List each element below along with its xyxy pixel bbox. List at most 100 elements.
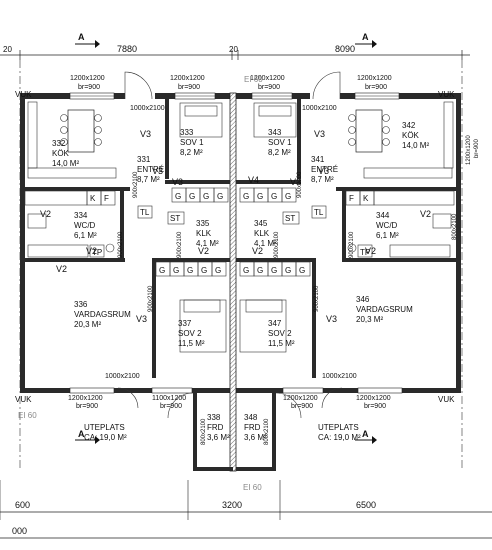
svg-text:CA: 19,0 M²: CA: 19,0 M² xyxy=(84,433,127,442)
window-label: 1200x1200 xyxy=(356,395,391,402)
window-label: br=900 xyxy=(474,138,480,158)
svg-text:4,1 M²: 4,1 M² xyxy=(196,239,219,248)
section-marker-top-right: A xyxy=(355,32,377,48)
svg-text:TP: TP xyxy=(360,248,370,257)
svg-text:EI 60: EI 60 xyxy=(244,75,263,84)
svg-text:ST: ST xyxy=(170,214,180,223)
dim-top-gap-mid: 20 xyxy=(229,45,238,54)
section-marker-top-left: A xyxy=(75,32,100,48)
svg-text:KÖK: KÖK xyxy=(402,131,420,140)
svg-text:G: G xyxy=(173,266,179,275)
svg-text:20,3 M²: 20,3 M² xyxy=(74,320,101,329)
vuk-labels: VUK VUK VUK VUK xyxy=(15,90,455,404)
svg-text:11,5 M²: 11,5 M² xyxy=(178,339,205,348)
svg-text:G: G xyxy=(257,266,263,275)
svg-text:G: G xyxy=(271,192,277,201)
room-335: 335 KLK 4,1 M² xyxy=(196,219,219,248)
svg-text:SOV 2: SOV 2 xyxy=(178,329,202,338)
svg-text:SOV 1: SOV 1 xyxy=(180,138,204,147)
room-348: 348 FRD 3,6 M² xyxy=(244,413,267,442)
svg-text:338: 338 xyxy=(207,413,221,422)
svg-text:CA: 19,0 M²: CA: 19,0 M² xyxy=(318,433,361,442)
svg-text:VUK: VUK xyxy=(438,90,455,99)
window-label: br=900 xyxy=(258,84,280,91)
section-marker-bottom-right: A xyxy=(355,429,377,444)
door-label: 900x2100 xyxy=(148,285,154,312)
door-label: 1000x2100 xyxy=(105,373,140,380)
svg-text:331: 331 xyxy=(137,155,151,164)
svg-text:K: K xyxy=(90,194,96,203)
svg-text:VUK: VUK xyxy=(15,90,32,99)
svg-text:3,6 M²: 3,6 M² xyxy=(244,433,267,442)
svg-text:A: A xyxy=(78,32,85,42)
window-label: 1200x1200 xyxy=(170,75,205,82)
svg-text:G: G xyxy=(257,192,263,201)
svg-text:G: G xyxy=(285,266,291,275)
svg-text:V3: V3 xyxy=(314,129,325,139)
door-label: 1000x2100 xyxy=(302,105,337,112)
svg-text:F: F xyxy=(104,194,109,203)
svg-text:8,2 M²: 8,2 M² xyxy=(180,148,203,157)
window-label: 1200x1200 xyxy=(68,395,103,402)
svg-text:348: 348 xyxy=(244,413,258,422)
svg-text:VARDAGSRUM: VARDAGSRUM xyxy=(356,305,413,314)
window-label: br=900 xyxy=(364,403,386,410)
window-label: 1200x1200 xyxy=(283,395,318,402)
door-label: 900x2100 xyxy=(314,285,320,312)
svg-text:FRD: FRD xyxy=(207,423,224,432)
svg-text:336: 336 xyxy=(74,300,88,309)
svg-text:V2: V2 xyxy=(198,246,209,256)
fire-labels: EI 60 EI 60 EI 60 xyxy=(18,75,263,492)
svg-text:8,7 M²: 8,7 M² xyxy=(137,175,160,184)
svg-text:8,2 M²: 8,2 M² xyxy=(268,148,291,157)
svg-text:V3: V3 xyxy=(318,166,329,176)
svg-text:G: G xyxy=(203,192,209,201)
svg-text:V2: V2 xyxy=(86,246,97,256)
svg-text:343: 343 xyxy=(268,128,282,137)
door-label: 900x2100 xyxy=(118,231,124,258)
terrace-right: UTEPLATS CA: 19,0 M² xyxy=(318,423,361,442)
window-label: br=900 xyxy=(178,84,200,91)
svg-text:11,5 M²: 11,5 M² xyxy=(268,339,295,348)
interior-walls-right xyxy=(236,99,456,471)
window-labels: 1200x1200 br=900 1200x1200 br=900 1200x1… xyxy=(68,75,480,445)
svg-text:V4: V4 xyxy=(248,175,259,185)
bottom-door-arcs xyxy=(117,387,343,419)
svg-text:G: G xyxy=(217,192,223,201)
svg-text:335: 335 xyxy=(196,219,210,228)
svg-text:ENTRÉ: ENTRÉ xyxy=(137,165,164,174)
door-label: 800x2100 xyxy=(264,418,270,445)
room-333: 333 SOV 1 8,2 M² xyxy=(180,128,204,157)
svg-text:G: G xyxy=(175,192,181,201)
door-label: 800x2100 xyxy=(201,418,207,445)
door-label: 900x2100 xyxy=(133,171,139,198)
window-label: br=900 xyxy=(78,84,100,91)
kitchen-furniture-left: K F xyxy=(24,101,117,206)
svg-text:UTEPLATS: UTEPLATS xyxy=(318,423,359,432)
bath-furniture-right: TP G G G G G xyxy=(239,213,452,353)
terrace-left: UTEPLATS CA: 19,0 M² xyxy=(84,423,127,442)
door-label: 900x2100 xyxy=(274,231,280,258)
svg-text:G: G xyxy=(243,192,249,201)
dim-top-right: 8090 xyxy=(335,44,355,54)
svg-text:337: 337 xyxy=(178,319,192,328)
svg-text:KÖK: KÖK xyxy=(52,149,70,158)
svg-text:14,0 M²: 14,0 M² xyxy=(52,159,79,168)
svg-text:345: 345 xyxy=(254,219,268,228)
room-345: 345 KLK 4,1 M² xyxy=(254,219,277,248)
window-label: br=900 xyxy=(365,84,387,91)
svg-text:8,7 M²: 8,7 M² xyxy=(311,175,334,184)
door-label: 1000x2100 xyxy=(130,105,165,112)
svg-text:3,6 M²: 3,6 M² xyxy=(207,433,230,442)
svg-text:6,1 M²: 6,1 M² xyxy=(74,231,97,240)
wall-type-labels: V3 V3 V3 V2 V2 V2 V2 V3 V4 V3 V3 V3 V2 V… xyxy=(40,129,431,324)
interior-walls-left xyxy=(25,99,233,471)
room-334: 334 WC/D 6,1 M² xyxy=(74,211,97,240)
bottom-dimension-line: 600 3200 6500 000 xyxy=(0,480,492,539)
svg-text:344: 344 xyxy=(376,211,390,220)
dim-bottom-right: 6500 xyxy=(356,500,376,510)
bedroom-furniture-right: G G G G ST TL xyxy=(239,102,327,225)
svg-text:VUK: VUK xyxy=(15,395,32,404)
room-341: 341 ENTRÉ 8,7 M² xyxy=(311,155,338,184)
kitchen-furniture-right: F K xyxy=(345,101,455,206)
